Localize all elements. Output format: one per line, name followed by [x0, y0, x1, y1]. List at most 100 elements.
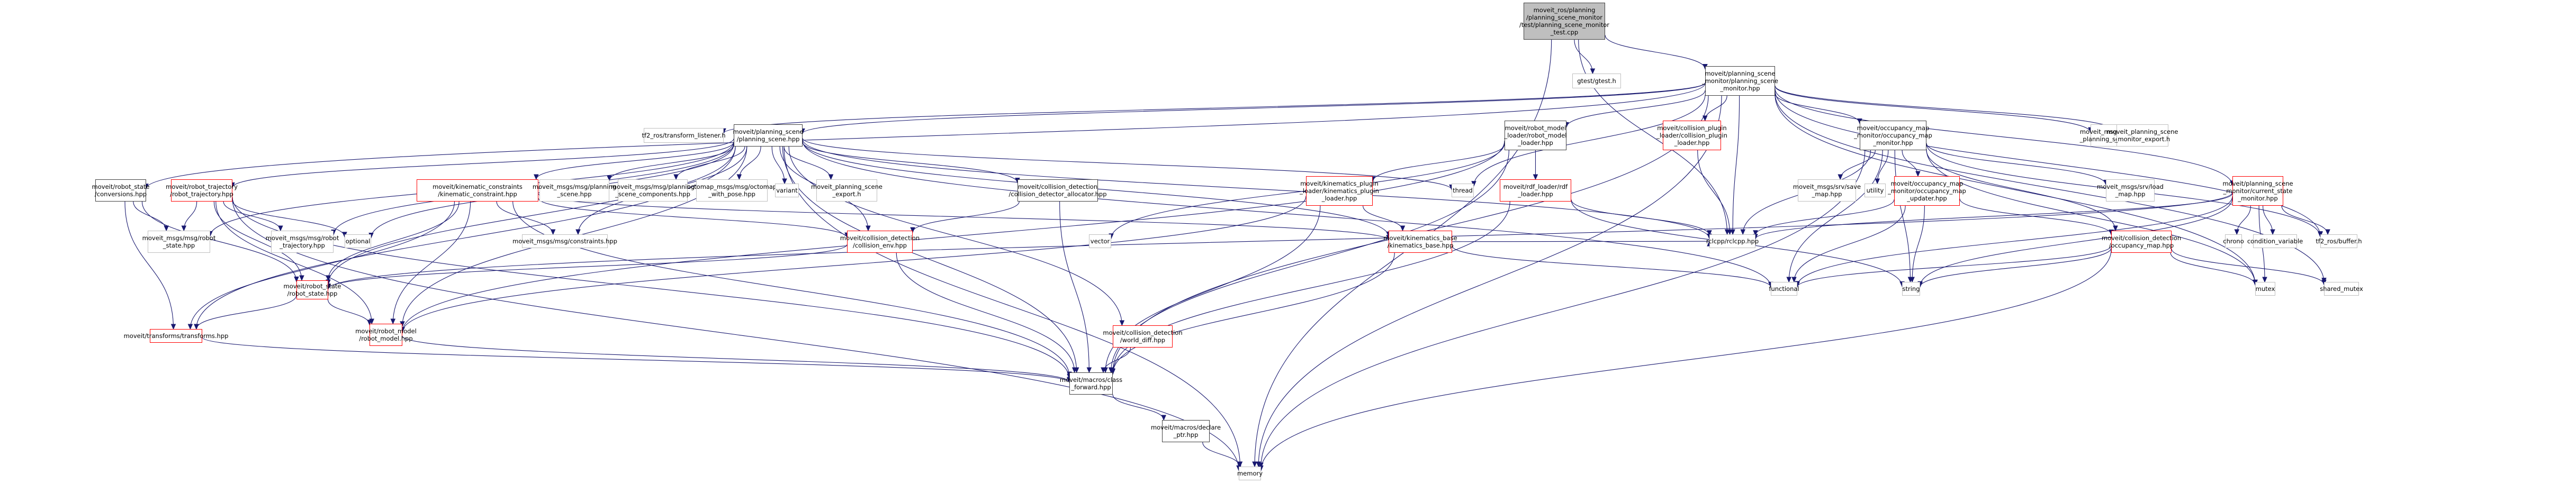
- arrowhead-ps-to-msgpsc: [673, 174, 679, 180]
- edge-rtraj-to-msgrt: [223, 201, 281, 231]
- arrowhead-psm-to-cpl: [1702, 115, 1708, 122]
- edge-psm-to-conv: [146, 83, 1706, 189]
- node-declare-ptr[interactable]: moveit/macros/declare _ptr.hpp: [1151, 420, 1221, 442]
- node-rdf-loader[interactable]: moveit/rdf_loader/rdf _loader.hpp: [1500, 179, 1571, 202]
- arrowhead-cenv-to-cf: [1071, 367, 1077, 373]
- arrowhead-omm-to-com: [2113, 225, 2118, 232]
- node-root-file: moveit_ros/planning /planning_scene_moni…: [1519, 3, 1609, 40]
- edge-ommu-to-rclcpp: [1755, 199, 1895, 235]
- edge-ps-to-rtraj: [232, 139, 734, 188]
- edge-kb-to-functional: [1452, 245, 1771, 287]
- edge-rm-to-cf: [402, 335, 1070, 382]
- edge-com-to-sharedmutex: [2171, 249, 2325, 285]
- edge-root-to-psm: [1605, 35, 1706, 69]
- node-utility: utility: [1865, 184, 1886, 197]
- arrowhead-root-to-gtest: [1590, 68, 1596, 75]
- arrowhead-conv-to-rs: [294, 276, 299, 282]
- node-planning-scene[interactable]: moveit/planning_scene /planning_scene.hp…: [733, 124, 804, 147]
- node-kinematics-plugin-loader[interactable]: moveit/kinematics_plugin _loader/kinemat…: [1300, 176, 1379, 206]
- node-robot-model[interactable]: moveit/robot_model /robot_model.hpp: [355, 324, 417, 346]
- node-kinematic-constraint[interactable]: moveit/kinematic_constraints /kinematic_…: [417, 179, 538, 202]
- node-collision-occupancy-map[interactable]: moveit/collision_detection /occupancy_ma…: [2102, 231, 2181, 253]
- edge-ps-to-variant: [771, 146, 785, 184]
- node-load-map-srv: moveit_msgs/srv/load _map.hpp: [2097, 179, 2164, 202]
- node-msg-robot-state: moveit_msgs/msg/robot _state.hpp: [142, 231, 215, 253]
- node-mutex: mutex: [2255, 282, 2275, 296]
- edge-psm-to-csm: [1775, 88, 2233, 186]
- node-world-diff[interactable]: moveit/collision_detection /world_diff.h…: [1103, 325, 1183, 348]
- arrowhead-omm-to-ommu: [1915, 171, 1921, 177]
- edge-ps-to-thread: [802, 138, 1452, 190]
- node-msg-planning-scene: moveit_msgs/msg/planning _scene.hpp: [533, 179, 616, 202]
- arrowhead-ps-to-psexport: [828, 174, 834, 180]
- node-octomap-with-pose: octomap_msgs/msg/octomap _with_pose.hpp: [687, 179, 777, 202]
- arrowhead-wdiff-to-cf: [1101, 367, 1106, 373]
- node-class-forward[interactable]: moveit/macros/class _forward.hpp: [1060, 372, 1122, 395]
- arrowhead-omm-to-utility: [1875, 178, 1880, 185]
- arrowhead-cda-to-cf: [1086, 367, 1092, 373]
- node-vector: vector: [1089, 234, 1111, 248]
- node-current-state-monitor[interactable]: moveit/planning_scene _monitor/current_s…: [2222, 176, 2293, 206]
- arrowhead-conv-to-transforms: [170, 324, 176, 330]
- edge-kb-to-rclcpp: [1452, 241, 1710, 242]
- edge-transforms-to-cf: [202, 337, 1070, 383]
- edge-cda-to-cf: [1059, 201, 1089, 373]
- arrowhead-kb-to-cf: [1110, 369, 1115, 375]
- edge-cpl-to-rclcpp: [1697, 150, 1731, 235]
- edge-psm-to-thread: [1473, 95, 1706, 186]
- node-variant: variant: [775, 184, 799, 197]
- edge-csm-to-rs: [328, 192, 2233, 289]
- edge-ps-to-wdiff: [788, 146, 1122, 326]
- edge-ps-to-cf: [782, 146, 1077, 373]
- edge-ommu-to-functional: [1794, 205, 1906, 282]
- arrowhead-ps-to-msgcons: [575, 229, 581, 235]
- node-save-map-srv: moveit_msgs/srv/save _map.hpp: [1793, 179, 1861, 202]
- edge-psm-to-tf2buf: [1775, 90, 2321, 236]
- arrowhead-rml-to-rdf: [1533, 174, 1538, 180]
- node-tf2-transform-listener: tf2_ros/transform_listener.h: [642, 128, 726, 143]
- node-collision-detector-allocator[interactable]: moveit/collision_detection /collision_de…: [1009, 179, 1107, 202]
- node-collision-plugin-loader[interactable]: moveit/collision_plugin _loader/collisio…: [1656, 121, 1727, 150]
- node-occupancy-map-updater[interactable]: moveit/occupancy_map _monitor/occupancy_…: [1888, 176, 1966, 206]
- edge-kc-to-rs: [328, 201, 460, 281]
- node-planning-scene-monitor[interactable]: moveit/planning_scene _monitor/planning_…: [1702, 66, 1778, 96]
- node-occupancy-map-monitor[interactable]: moveit/occupancy_map _monitor/occupancy_…: [1854, 121, 1932, 150]
- arrowhead-conv-to-msgrs: [164, 225, 169, 232]
- arrowhead-kc-to-rm: [390, 318, 396, 325]
- node-robot-state[interactable]: moveit/robot_state /robot_state.hpp: [284, 280, 341, 299]
- arrowhead-ps-to-kc: [534, 174, 539, 180]
- arrowhead-ommu-to-rclcpp: [1753, 230, 1758, 236]
- edge-psm-to-mutex: [1775, 95, 2256, 285]
- arrowhead-psm-to-rclcpp: [1730, 229, 1735, 235]
- edge-rtraj-to-rs: [213, 201, 302, 281]
- node-kinematics-base[interactable]: moveit/kinematics_base /kinematics_base.…: [1383, 231, 1457, 253]
- arrowhead-rtraj-to-rs: [299, 275, 304, 281]
- arrowhead-omm-to-rclcpp: [1740, 229, 1745, 235]
- edge-ps-to-kc: [536, 142, 734, 180]
- node-msg-robot-trajectory: moveit_msgs/msg/robot _trajectory.hpp: [266, 231, 339, 253]
- edge-rml-to-kpl: [1372, 144, 1505, 182]
- arrowhead-csm-to-chrono: [2234, 229, 2240, 235]
- arrowhead-ps-to-cenv: [866, 225, 871, 232]
- edge-kc-to-cf: [512, 201, 1070, 377]
- arrowhead-dp-to-memory: [1237, 461, 1242, 468]
- node-robot-model-loader[interactable]: moveit/robot_model _loader/robot_model _…: [1505, 121, 1566, 150]
- node-robot-trajectory[interactable]: moveit/robot_trajectory /robot_trajector…: [166, 179, 238, 202]
- edge-ps-to-rclcpp: [802, 139, 1710, 239]
- arrowhead-omm-to-savemap: [1838, 174, 1843, 180]
- node-transforms[interactable]: moveit/transforms/transforms.hpp: [124, 329, 228, 343]
- edge-com-to-functional: [1797, 245, 2112, 287]
- arrowhead-kc-to-transforms: [187, 324, 193, 330]
- node-collision-env[interactable]: moveit/collision_detection /collision_en…: [840, 231, 920, 253]
- arrowhead-ps-to-octo: [736, 174, 742, 180]
- node-memory: memory: [1237, 467, 1263, 480]
- edge-com-to-memory: [1260, 249, 2112, 471]
- edge-csm-to-string: [1920, 198, 2233, 287]
- arrowhead-ps-to-wdiff: [1119, 320, 1125, 326]
- arrowhead-rs-to-rm: [367, 319, 372, 326]
- arrowhead-ommu-to-functional: [1791, 277, 1797, 283]
- edge-psm-to-tf2listener: [723, 83, 1706, 134]
- edge-omm-to-mutex: [1926, 149, 2256, 285]
- node-robot-state-conversions[interactable]: moveit/robot_state /conversions.hpp: [92, 179, 149, 202]
